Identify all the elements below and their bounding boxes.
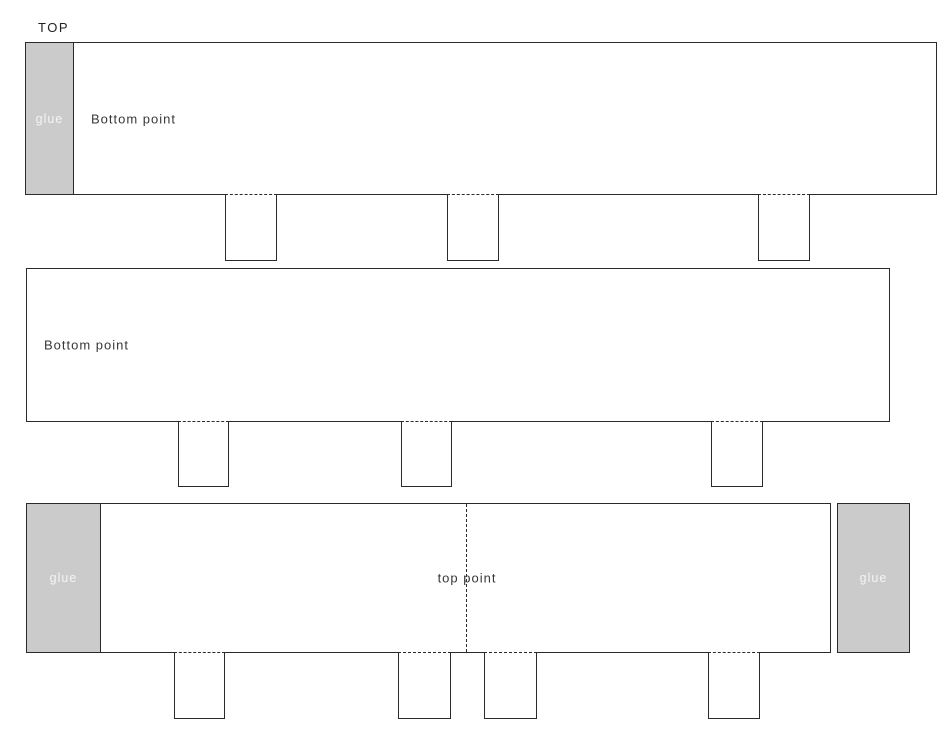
- top-orientation-label: TOP: [38, 20, 69, 35]
- strip-1-glue-tab: glue: [26, 43, 74, 194]
- strip-3-glue-tab-left: glue: [27, 504, 101, 652]
- strip-3-glue-tab-right: glue: [837, 503, 910, 653]
- strip-1-glue-label: glue: [35, 111, 64, 126]
- strip-2-tab-2: [401, 421, 452, 487]
- strip-2: Bottom point: [26, 268, 890, 422]
- strip-3-glue-right-label: glue: [859, 571, 888, 585]
- strip-3-tab-4: [708, 652, 760, 719]
- strip-3-tab-2: [398, 652, 451, 719]
- strip-2-tab-3: [711, 421, 763, 487]
- strip-3-tab-1: [174, 652, 225, 719]
- strip-2-tab-1: [178, 421, 229, 487]
- strip-3: glue top point: [26, 503, 831, 653]
- strip-3-glue-left-label: glue: [49, 571, 78, 585]
- strip-1: glue Bottom point: [25, 42, 937, 195]
- strip-3-label: top point: [437, 570, 497, 586]
- center-fold-line: [466, 504, 467, 652]
- strip-1-tab-2: [447, 194, 499, 261]
- strip-1-tab-1: [225, 194, 277, 261]
- strip-1-tab-3: [758, 194, 810, 261]
- strip-3-tab-3: [484, 652, 537, 719]
- strip-2-label: Bottom point: [44, 337, 129, 353]
- strip-1-label: Bottom point: [91, 111, 176, 126]
